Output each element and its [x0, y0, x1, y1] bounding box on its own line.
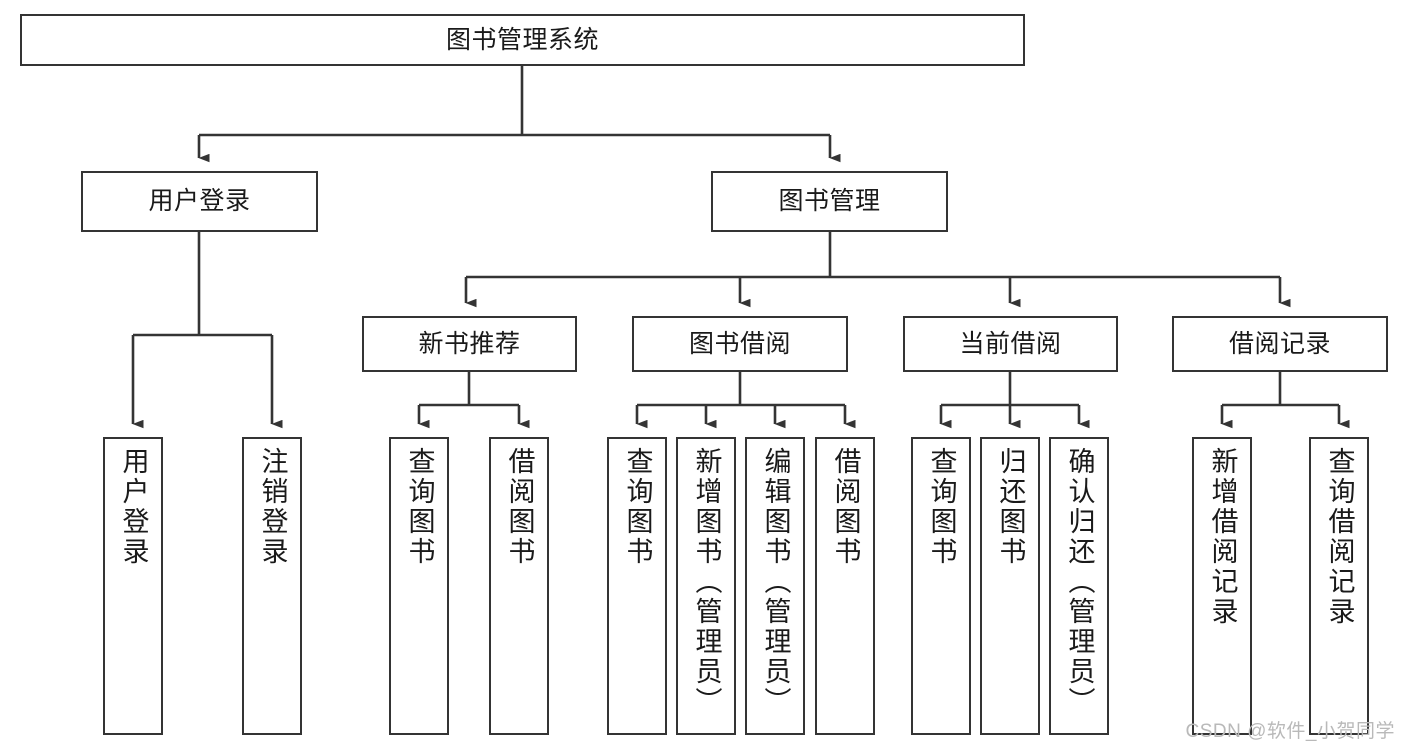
- node-label: 编辑图书（管理员）: [760, 447, 791, 717]
- node-label: 借阅图书: [504, 447, 535, 567]
- node-label: 新增图书（管理员）: [691, 447, 722, 717]
- node-label: 确认归还（管理员）: [1064, 447, 1095, 717]
- node-label: 查询借阅记录: [1324, 447, 1355, 627]
- node-label: 查询图书: [926, 447, 957, 567]
- node-label: 用户登录: [118, 447, 149, 567]
- node-leaf-borrow-book-2[interactable]: 借阅图书: [815, 437, 875, 735]
- node-leaf-logout[interactable]: 注销登录: [242, 437, 302, 735]
- node-label: 用户登录: [148, 187, 251, 216]
- node-leaf-query-book-2[interactable]: 查询图书: [607, 437, 667, 735]
- node-label: 查询图书: [622, 447, 653, 567]
- node-leaf-confirm-return[interactable]: 确认归还（管理员）: [1049, 437, 1109, 735]
- node-label: 归还图书: [995, 447, 1026, 567]
- node-label: 当前借阅: [959, 329, 1062, 358]
- node-new-book-recommend[interactable]: 新书推荐: [362, 316, 577, 372]
- node-label: 新增借阅记录: [1207, 447, 1238, 627]
- node-borrow-record[interactable]: 借阅记录: [1172, 316, 1388, 372]
- node-label: 图书管理系统: [445, 25, 599, 54]
- node-leaf-return-book[interactable]: 归还图书: [980, 437, 1040, 735]
- node-leaf-edit-book[interactable]: 编辑图书（管理员）: [745, 437, 805, 735]
- node-book-borrow[interactable]: 图书借阅: [632, 316, 848, 372]
- node-leaf-user-login[interactable]: 用户登录: [103, 437, 163, 735]
- node-user-login[interactable]: 用户登录: [81, 171, 318, 232]
- node-leaf-add-record[interactable]: 新增借阅记录: [1192, 437, 1252, 735]
- node-current-borrow[interactable]: 当前借阅: [903, 316, 1118, 372]
- node-leaf-query-book-3[interactable]: 查询图书: [911, 437, 971, 735]
- node-label: 借阅图书: [830, 447, 861, 567]
- node-leaf-add-book[interactable]: 新增图书（管理员）: [676, 437, 736, 735]
- node-leaf-borrow-book-1[interactable]: 借阅图书: [489, 437, 549, 735]
- node-root-system[interactable]: 图书管理系统: [20, 14, 1025, 66]
- node-leaf-query-record[interactable]: 查询借阅记录: [1309, 437, 1369, 735]
- node-label: 查询图书: [404, 447, 435, 567]
- node-leaf-query-book-1[interactable]: 查询图书: [389, 437, 449, 735]
- node-label: 注销登录: [257, 447, 288, 567]
- node-label: 借阅记录: [1228, 329, 1331, 358]
- node-book-management[interactable]: 图书管理: [711, 171, 948, 232]
- node-label: 图书借阅: [688, 329, 791, 358]
- node-label: 图书管理: [778, 187, 881, 216]
- csdn-watermark: CSDN @软件_小贺同学: [1185, 721, 1395, 742]
- node-label: 新书推荐: [418, 329, 521, 358]
